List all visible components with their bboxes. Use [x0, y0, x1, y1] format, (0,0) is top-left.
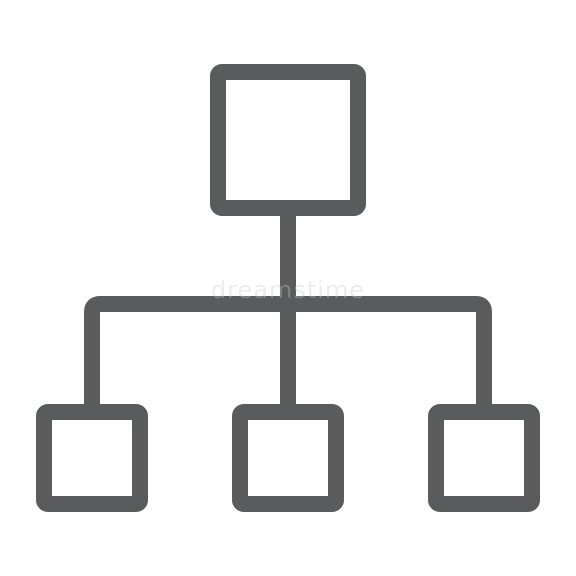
top-node-box	[210, 64, 366, 216]
right-child-node-box	[428, 404, 540, 512]
left-child-node-box	[36, 404, 148, 512]
middle-child-node-box	[232, 404, 344, 512]
branch-connector-line	[84, 296, 492, 404]
